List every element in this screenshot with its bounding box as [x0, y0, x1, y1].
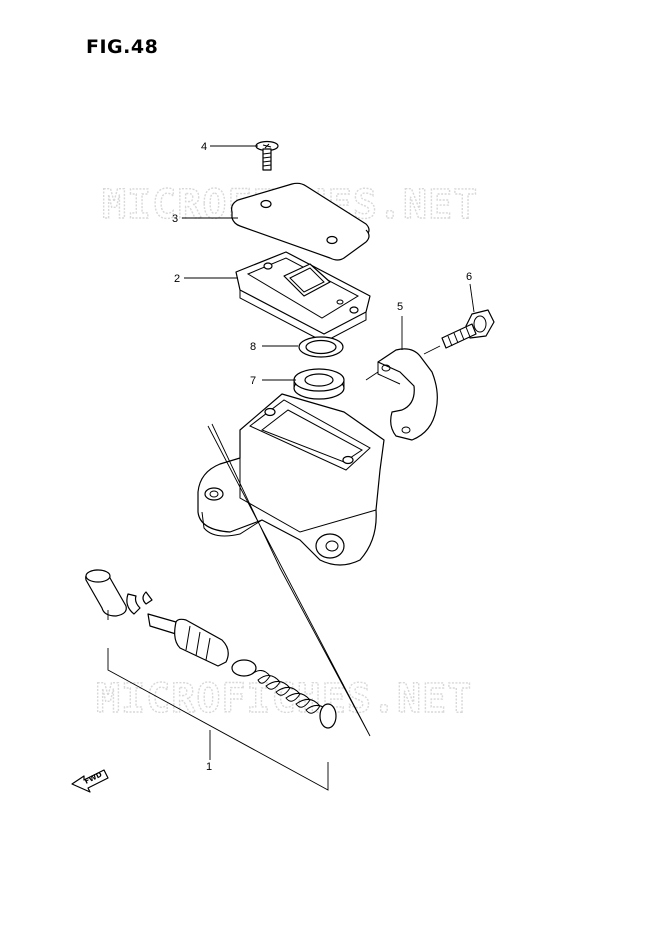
callout-8: 8: [250, 341, 256, 353]
callout-2: 2: [174, 273, 180, 285]
callout-6: 6: [466, 271, 472, 283]
master-cylinder-body: [197, 393, 385, 566]
part-4-screw: [255, 140, 279, 171]
part-7-seal: [293, 368, 345, 400]
fwd-arrow-icon: FWD: [71, 769, 109, 793]
part-3-cover: [231, 182, 370, 261]
callout-5: 5: [397, 301, 403, 313]
callout-4: 4: [201, 141, 207, 153]
callout-7: 7: [250, 375, 256, 387]
part-8-ring: [298, 336, 344, 358]
part-2-diaphragm: [235, 251, 371, 343]
figure-title: FIG.48: [86, 36, 159, 58]
callout-3: 3: [172, 213, 178, 225]
callout-1: 1: [206, 761, 212, 773]
piston-kit: [85, 569, 337, 729]
leader-lines: [107, 145, 475, 791]
part-5-clamp: [377, 348, 438, 441]
part-6-bolt: [441, 309, 495, 349]
